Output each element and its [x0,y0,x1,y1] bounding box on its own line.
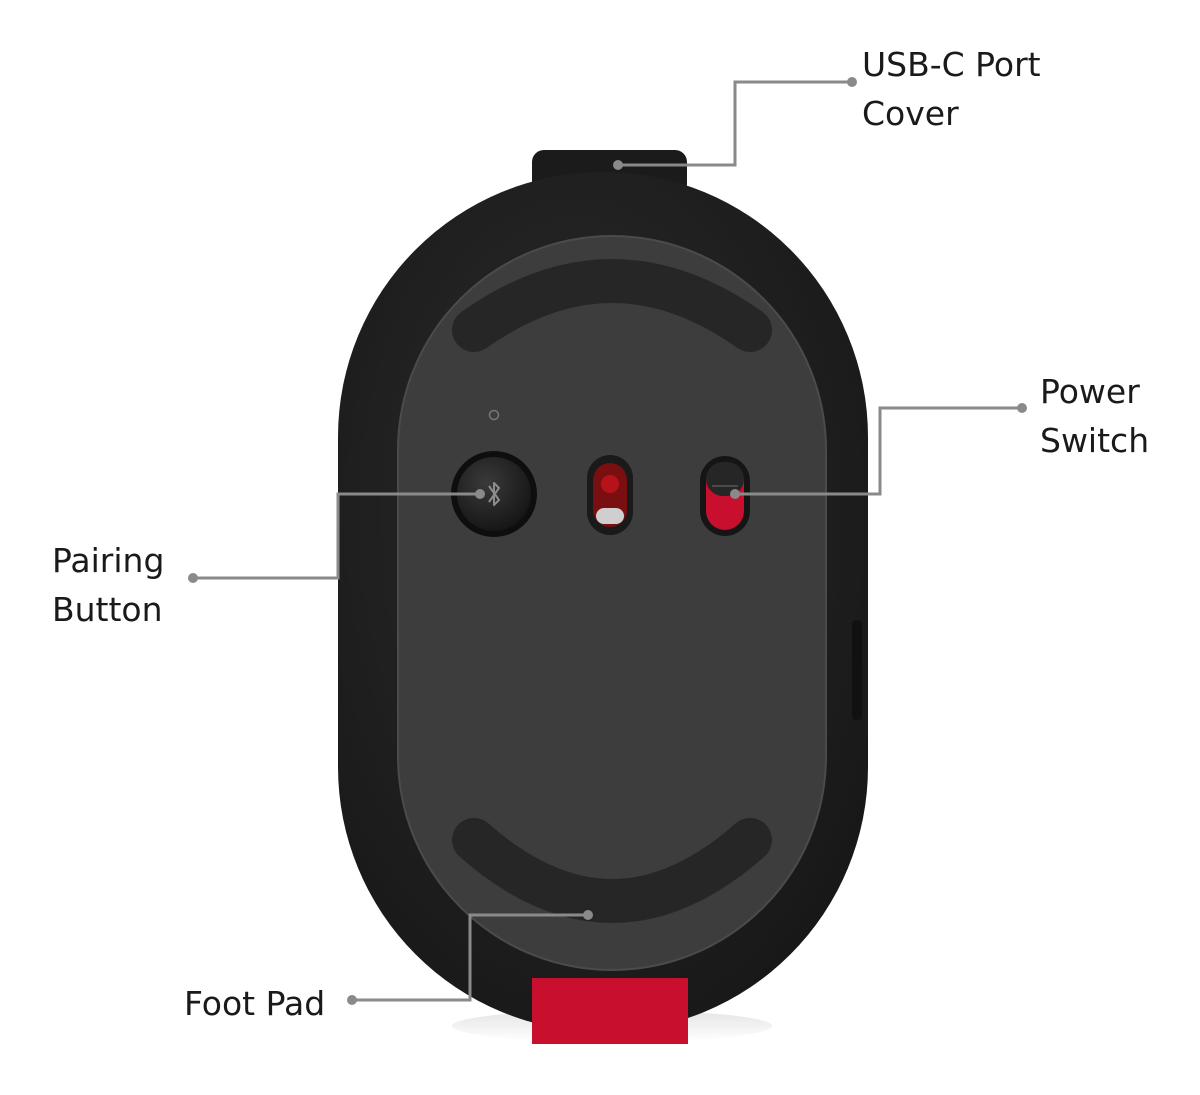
optical-sensor-window [596,508,624,524]
dot-usb-c-label [847,77,857,87]
leader-foot-pad [352,913,588,1002]
dot-power-label [1017,403,1027,413]
mouse-base-plate [397,235,827,971]
callout-foot-pad: Foot Pad [184,979,325,1028]
callout-pairing-button: Pairing Button [52,536,164,634]
optical-sensor-light [601,475,619,493]
leader-power-switch [735,406,1022,496]
dot-usb-c-port-cover [613,160,623,170]
callout-power-line1: Power [1040,372,1140,411]
callout-pairing-line1: Pairing [52,541,165,580]
callout-pairing-line2: Button [52,590,163,629]
foot-pad-bottom [452,818,772,923]
leader-pairing-button [193,492,480,580]
callout-power-switch: Power Switch [1040,367,1149,465]
dot-foot-pad [583,910,593,920]
leader-lines [193,80,1022,1002]
leader-dots [188,77,1027,1005]
bluetooth-icon [488,482,500,506]
foot-pad-top [452,259,772,352]
dot-foot-pad-label [347,995,357,1005]
callout-usb-c-port-cover: USB-C Port Cover [862,40,1041,138]
callout-power-line2: Switch [1040,421,1150,460]
callout-usb-c-line1: USB-C Port [862,45,1041,84]
leader-usb-c-port-cover [618,80,852,167]
dot-power-switch [730,489,740,499]
power-switch-slider [706,462,744,496]
dot-pairing-label [188,573,198,583]
callout-usb-c-line2: Cover [862,94,959,133]
status-led [488,409,500,421]
callout-foot-pad-line1: Foot Pad [184,984,326,1023]
dot-pairing-button [475,489,485,499]
side-seam [852,620,862,720]
red-tab [532,978,688,1044]
